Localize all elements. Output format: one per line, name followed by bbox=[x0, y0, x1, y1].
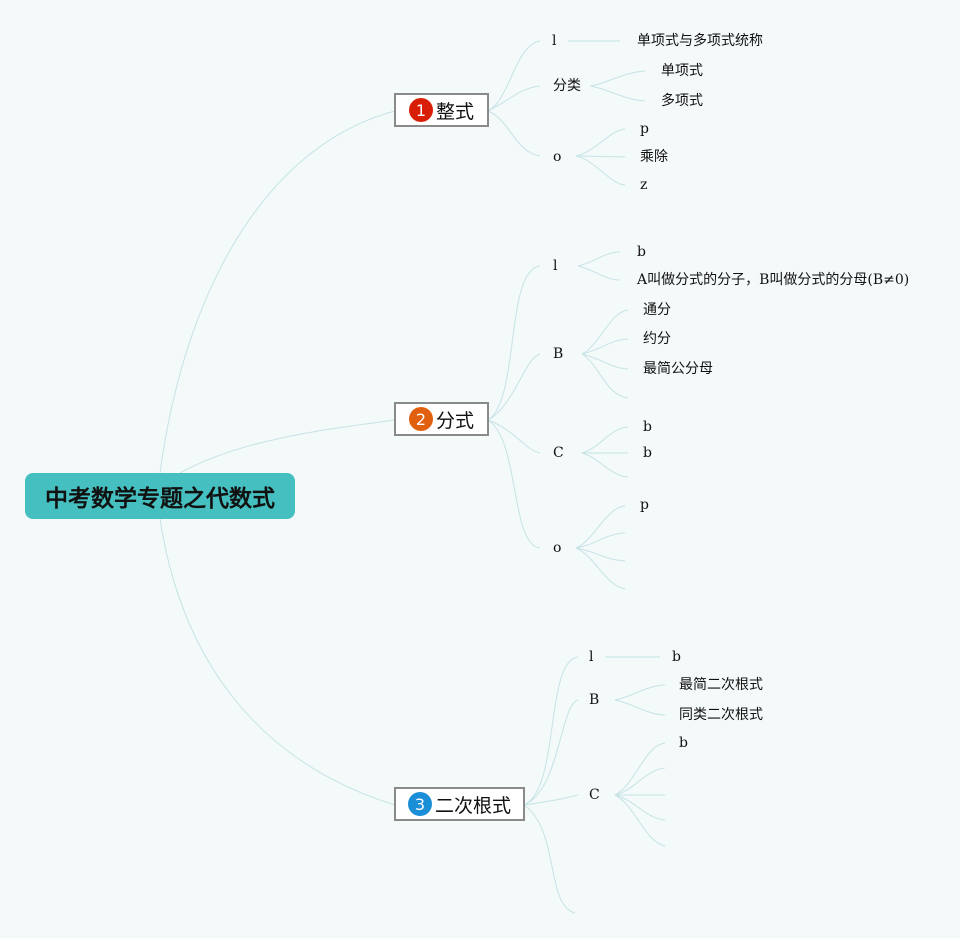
root-topic[interactable]: 中考数学专题之代数式 bbox=[25, 473, 295, 519]
topic-2-label: 分式 bbox=[435, 409, 474, 432]
topic-3-child-3-leaf-1[interactable]: b bbox=[679, 735, 688, 751]
topic-2-child-2[interactable]: B bbox=[553, 346, 564, 362]
number-3-icon: 3 bbox=[407, 792, 432, 816]
topic-1-child-2-leaf-2[interactable]: 多项式 bbox=[661, 93, 703, 109]
topic-1-child-1[interactable]: l bbox=[552, 33, 557, 49]
topic-2-child-3-leaf-1[interactable]: b bbox=[643, 419, 652, 435]
topic-1-box[interactable]: 1 整式 bbox=[394, 93, 489, 127]
topic-1-child-2[interactable]: 分类 bbox=[553, 78, 581, 94]
topic-3-child-3[interactable]: C bbox=[589, 787, 600, 803]
topic-1-label: 整式 bbox=[435, 100, 474, 123]
topic-2-child-2-leaf-3[interactable]: 最简公分母 bbox=[643, 361, 713, 377]
link-root-topic3 bbox=[159, 518, 396, 806]
topic-1-child-3[interactable]: o bbox=[553, 149, 562, 165]
topic-1-child-2-leaf-1[interactable]: 单项式 bbox=[661, 63, 703, 79]
topic-2-child-1-leaf-1[interactable]: b bbox=[637, 244, 646, 260]
topic-2-child-2-leaf-1[interactable]: 通分 bbox=[643, 302, 671, 318]
topic-3-label: 二次根式 bbox=[434, 794, 511, 817]
topic-3-box[interactable]: 3 二次根式 bbox=[394, 787, 525, 821]
topic-2-box[interactable]: 2 分式 bbox=[394, 402, 489, 436]
topic-1-child-3-leaf-3[interactable]: z bbox=[640, 177, 648, 193]
number-1-icon: 1 bbox=[408, 98, 433, 122]
topic-3-child-1[interactable]: l bbox=[589, 649, 594, 665]
topic-2-child-3-leaf-2[interactable]: b bbox=[643, 445, 652, 461]
link-root-topic1 bbox=[159, 110, 396, 474]
number-2-icon: 2 bbox=[408, 407, 433, 431]
topic-2-child-3[interactable]: C bbox=[553, 445, 564, 461]
topic-2-child-1[interactable]: l bbox=[553, 258, 558, 274]
topic-1-child-3-leaf-2[interactable]: 乘除 bbox=[640, 149, 668, 165]
topic-1-child-1-leaf-1[interactable]: 单项式与多项式统称 bbox=[637, 33, 763, 49]
topic-3-child-2-leaf-2[interactable]: 同类二次根式 bbox=[679, 707, 763, 723]
topic-2-child-1-leaf-2[interactable]: A叫做分式的分子，B叫做分式的分母(B≠0) bbox=[637, 272, 910, 288]
topic-2-child-2-leaf-2[interactable]: 约分 bbox=[643, 331, 671, 347]
topic-1-child-3-leaf-1[interactable]: p bbox=[640, 121, 649, 137]
topic-2-child-4[interactable]: o bbox=[553, 540, 562, 556]
link-root-topic2 bbox=[179, 419, 396, 474]
topic-3-child-1-leaf-1[interactable]: b bbox=[672, 649, 681, 665]
root-title: 中考数学专题之代数式 bbox=[45, 486, 275, 512]
topic-3-child-2-leaf-1[interactable]: 最简二次根式 bbox=[679, 677, 763, 693]
topic-2-child-4-leaf-1[interactable]: p bbox=[640, 497, 649, 513]
topic-3-child-2[interactable]: B bbox=[589, 692, 600, 708]
